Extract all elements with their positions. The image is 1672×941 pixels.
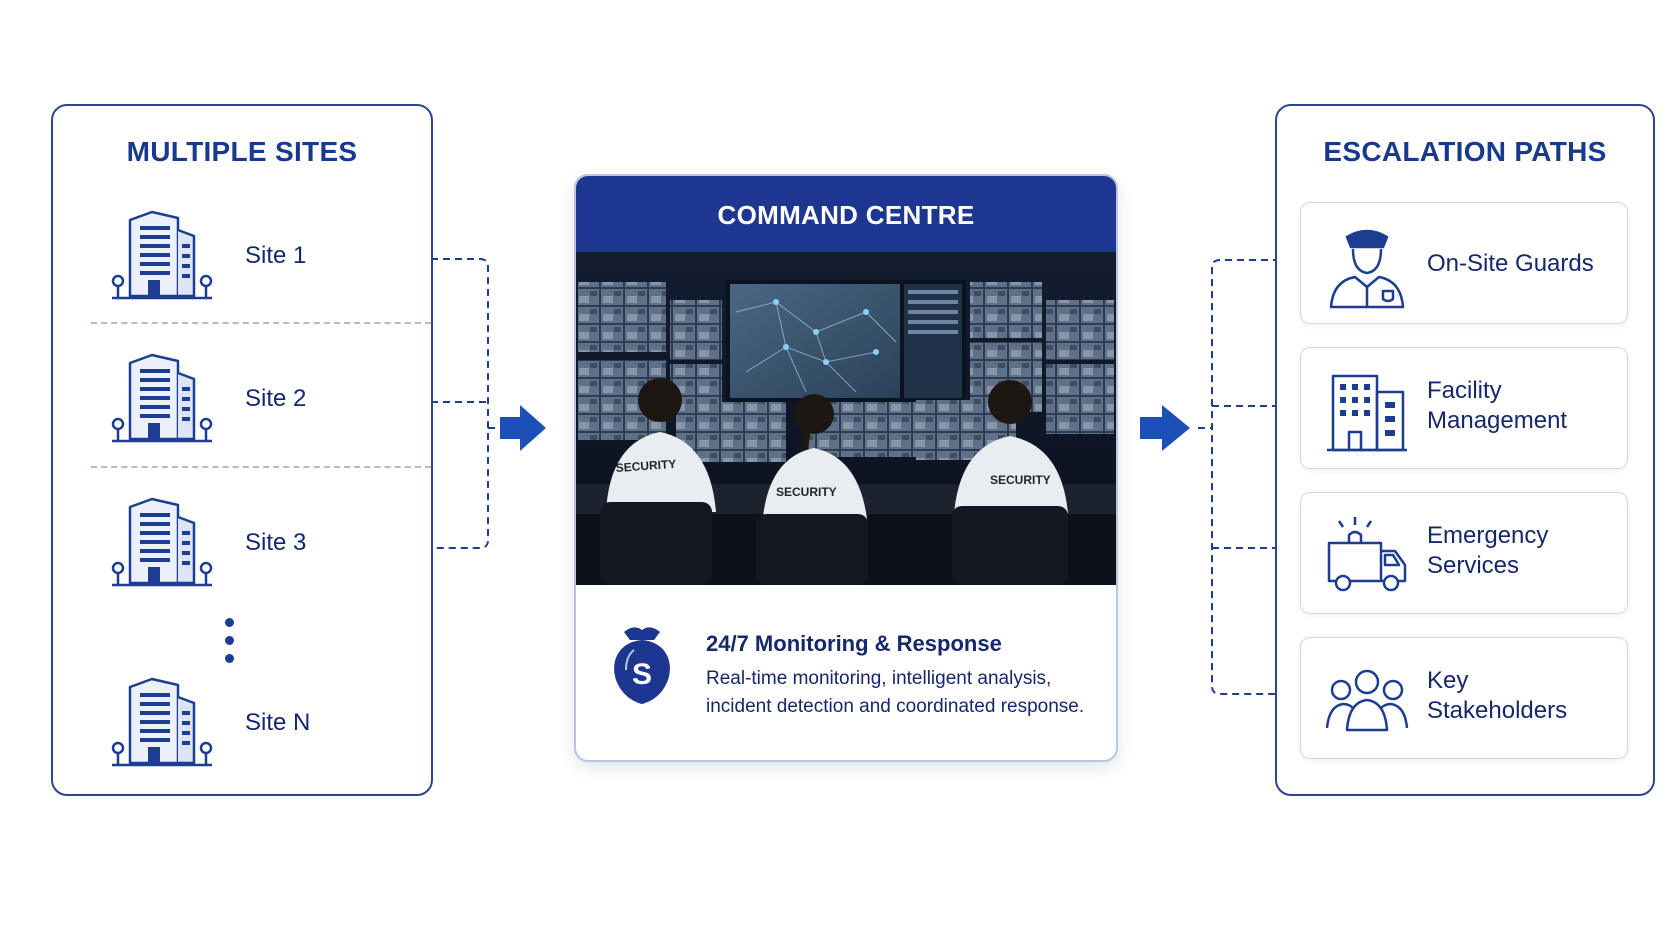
site-label: Site 3 bbox=[245, 529, 307, 556]
building-icon bbox=[111, 210, 213, 300]
building-icon bbox=[111, 677, 213, 767]
arrow-to-command-centre bbox=[500, 405, 546, 451]
svg-text:SECURITY: SECURITY bbox=[990, 473, 1051, 487]
site-divider bbox=[91, 466, 431, 468]
office-building-icon bbox=[1327, 374, 1407, 452]
escalation-label-line-2: Stakeholders bbox=[1427, 697, 1568, 724]
escalation-on-site-guards: On-Site Guards bbox=[1300, 202, 1628, 324]
ambulance-icon bbox=[1327, 517, 1407, 592]
svg-text:SECURITY: SECURITY bbox=[776, 485, 837, 499]
command-centre-title: COMMAND CENTRE bbox=[576, 176, 1116, 252]
escalation-paths-title: ESCALATION PATHS bbox=[1323, 136, 1607, 167]
site-divider bbox=[91, 322, 431, 324]
site-item-2: Site 2 bbox=[53, 349, 433, 459]
monitoring-subtitle: 24/7 Monitoring & Response bbox=[706, 631, 1002, 656]
command-centre-photo: SECURITY SECURITY SECURITY bbox=[576, 252, 1116, 585]
site-label: Site N bbox=[245, 709, 311, 736]
escalation-facility-management: Facility Management bbox=[1300, 347, 1628, 469]
monitoring-description-line-2: incident detection and coordinated respo… bbox=[706, 696, 1085, 717]
shield-s-logo-icon: S bbox=[614, 627, 670, 704]
escalation-label-line-2: Services bbox=[1427, 552, 1520, 579]
security-guard-icon bbox=[1329, 229, 1405, 309]
arrow-to-escalation bbox=[1140, 405, 1190, 451]
vertical-ellipsis-icon bbox=[223, 618, 235, 668]
command-centre-card: COMMAND CENTRE bbox=[574, 174, 1118, 762]
people-group-icon bbox=[1325, 669, 1409, 732]
monitoring-description-line-1: Real-time monitoring, intelligent analys… bbox=[706, 668, 1052, 689]
multiple-sites-panel: MULTIPLE SITES Site 1 bbox=[51, 104, 433, 796]
building-icon bbox=[111, 497, 213, 587]
svg-text:SECURITY: SECURITY bbox=[615, 457, 677, 475]
svg-text:S: S bbox=[632, 658, 652, 691]
escalation-label: On-Site Guards bbox=[1427, 250, 1594, 277]
escalation-label-line-2: Management bbox=[1427, 407, 1568, 434]
site-label: Site 2 bbox=[245, 385, 307, 412]
escalation-key-stakeholders: Key Stakeholders bbox=[1300, 637, 1628, 759]
multiple-sites-title: MULTIPLE SITES bbox=[126, 136, 358, 167]
escalation-label-line-1: Facility bbox=[1427, 377, 1502, 404]
site-item-1: Site 1 bbox=[53, 206, 433, 316]
escalation-emergency-services: Emergency Services bbox=[1300, 492, 1628, 614]
site-item-3: Site 3 bbox=[53, 493, 433, 603]
site-label: Site 1 bbox=[245, 242, 307, 269]
building-icon bbox=[111, 353, 213, 443]
site-item-n: Site N bbox=[53, 673, 433, 783]
escalation-label-line-1: Key bbox=[1427, 667, 1469, 694]
escalation-label-line-1: Emergency bbox=[1427, 522, 1549, 549]
